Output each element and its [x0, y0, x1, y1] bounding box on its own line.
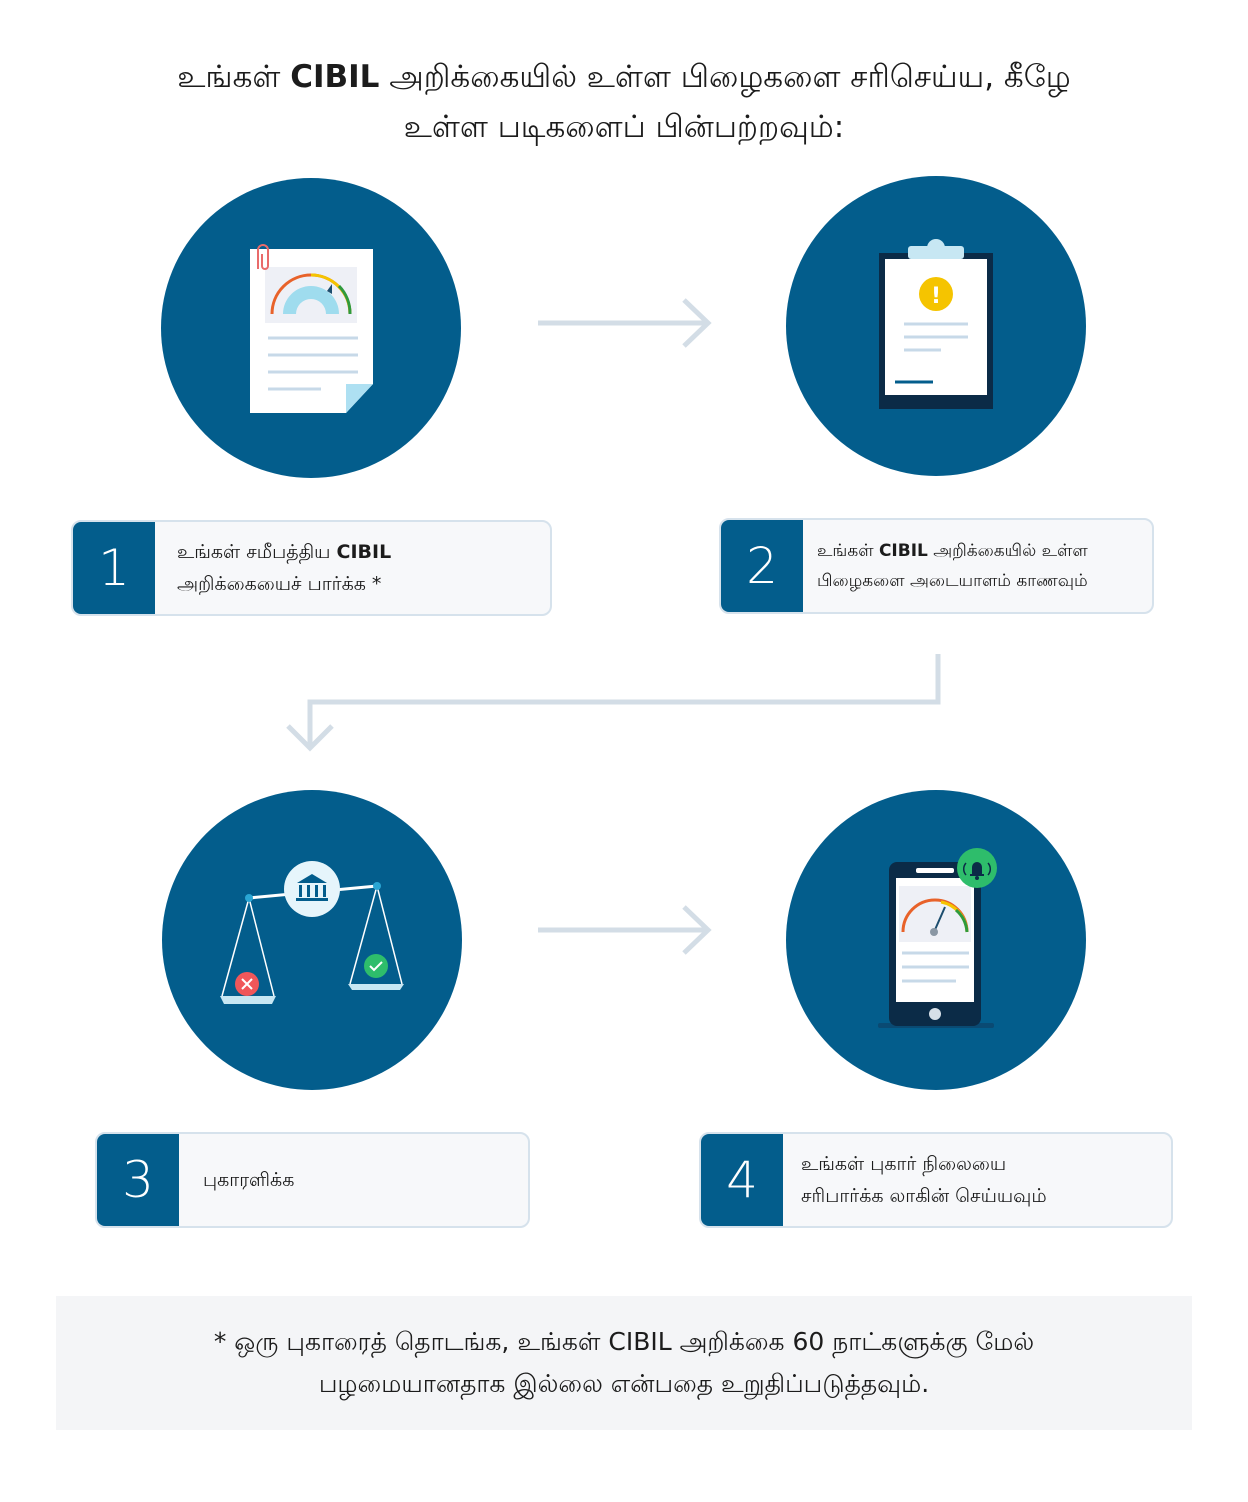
step-4-text: உங்கள் புகார் நிலையை சரிபார்க்க லாகின் ச…: [801, 1153, 1047, 1207]
clipboard-alert-icon: !: [879, 239, 993, 409]
footnote: * ஒரு புகாரைத் தொடங்க, உங்கள் CIBIL அறிக…: [56, 1296, 1192, 1430]
footnote-line-1: * ஒரு புகாரைத் தொடங்க, உங்கள் CIBIL அறிக…: [213, 1327, 1035, 1356]
step-2-number: 2: [721, 520, 803, 612]
step-1-text: உங்கள் சமீபத்திய CIBIL அறிக்கையைச் பார்க…: [177, 541, 392, 595]
step-1-illustration: [161, 178, 461, 478]
step-1-card: 1 உங்கள் சமீபத்திய CIBIL அறிக்கையைச் பார…: [71, 520, 552, 616]
step-3-number: 3: [97, 1134, 179, 1226]
page-title: உங்கள் CIBIL அறிக்கையில் உள்ள பிழைகளை சர…: [60, 52, 1188, 152]
alert-mark: !: [931, 284, 941, 309]
step-4-number: 4: [701, 1134, 783, 1226]
step-4-illustration: [786, 790, 1086, 1090]
arrow-connector-down: [286, 654, 941, 752]
step-4-card: 4 உங்கள் புகார் நிலையை சரிபார்க்க லாகின்…: [699, 1132, 1173, 1228]
arrow-right-2: [538, 905, 712, 955]
step-2-text: உங்கள் CIBIL அறிக்கையில் உள்ள பிழைகளை அட…: [817, 541, 1088, 591]
step-1-number: 1: [73, 522, 155, 614]
title-line-2: உள்ள படிகளைப் பின்பற்றவும்:: [403, 109, 845, 145]
dispute-scale-icon: [220, 861, 404, 1004]
success-icon: [364, 954, 388, 978]
footnote-line-2: பழமையானதாக இல்லை என்பதை உறுதிப்படுத்தவும…: [318, 1369, 930, 1398]
step-3-illustration: [162, 790, 462, 1090]
bank-icon: [296, 874, 328, 901]
arrow-right-1: [538, 298, 712, 348]
step-3-text: புகாரளிக்க: [203, 1169, 295, 1191]
step-3-card: 3 புகாரளிக்க: [95, 1132, 530, 1228]
phone-status-icon: [878, 848, 997, 1028]
credit-report-document-icon: [250, 244, 373, 413]
title-line-1: உங்கள் CIBIL அறிக்கையில் உள்ள பிழைகளை சர…: [177, 59, 1071, 95]
step-2-card: 2 உங்கள் CIBIL அறிக்கையில் உள்ள பிழைகளை …: [719, 518, 1154, 614]
step-2-illustration: !: [786, 176, 1086, 476]
